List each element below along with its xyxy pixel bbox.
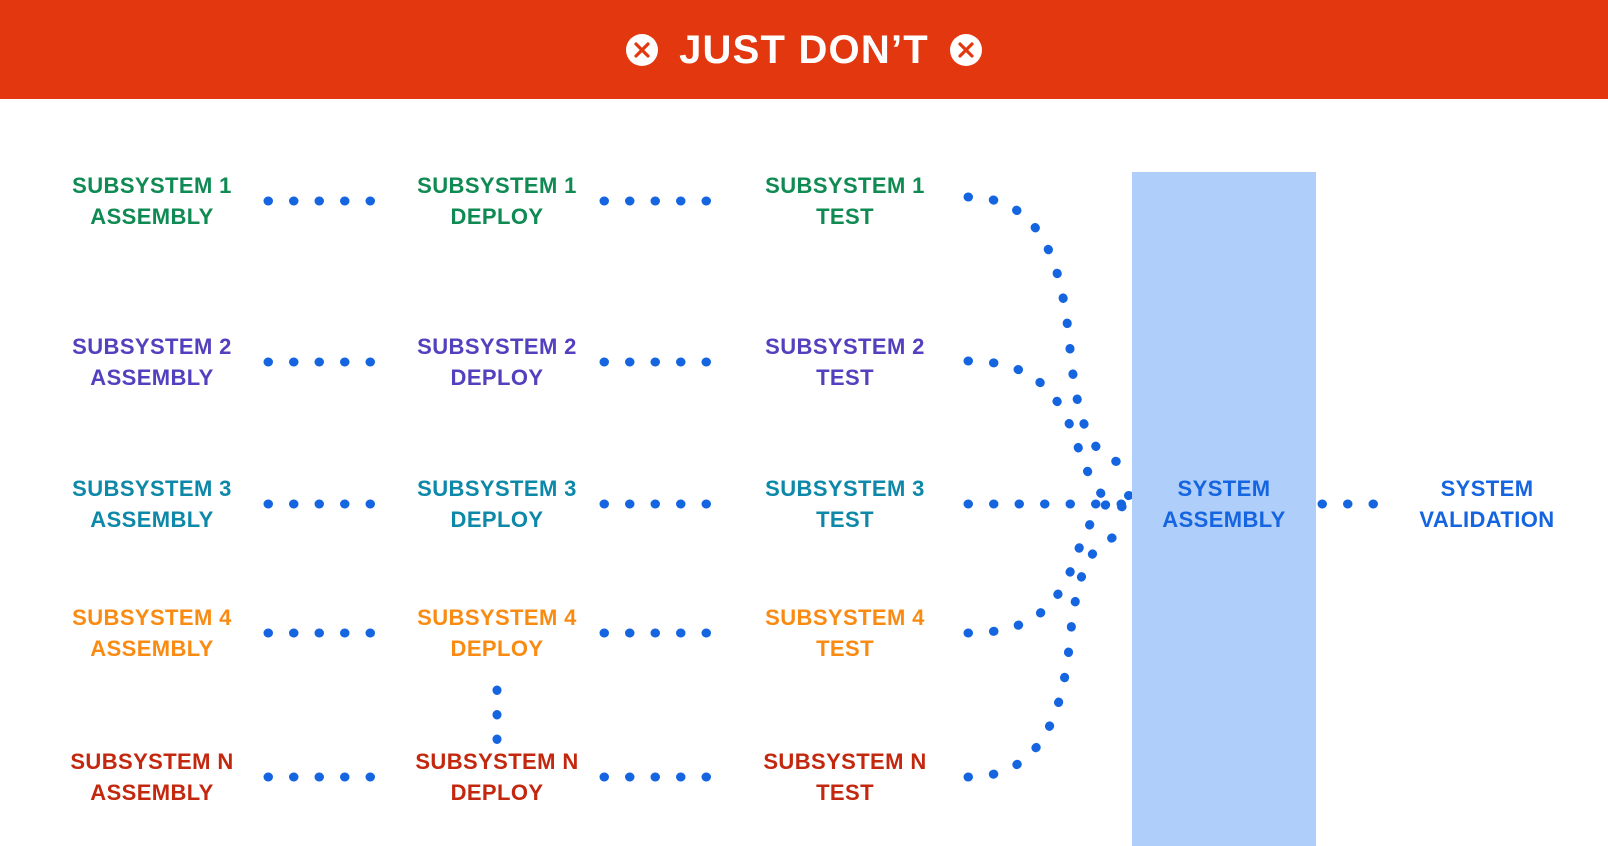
header-title: JUST DON’T [679, 27, 929, 72]
node-subsystem-4-test[interactable]: SUBSYSTEM 4 TEST [765, 604, 925, 661]
system-assembly-label: SYSTEM ASSEMBLY [1162, 475, 1286, 532]
connector-s1-to-system [963, 192, 1137, 470]
node-subsystem-n-deploy[interactable]: SUBSYSTEM N DEPLOY [415, 748, 579, 805]
circle-x-icon [949, 33, 982, 66]
pipeline-diagram: SUBSYSTEM 1 ASSEMBLY SUBSYSTEM 1 DEPLOY … [0, 99, 1608, 846]
connector-layer [263, 192, 1393, 782]
system-assembly-box[interactable] [1132, 172, 1316, 846]
node-subsystem-3-assembly[interactable]: SUBSYSTEM 3 ASSEMBLY [72, 475, 232, 532]
node-subsystem-1-assembly[interactable]: SUBSYSTEM 1 ASSEMBLY [72, 172, 232, 229]
node-subsystem-2-assembly[interactable]: SUBSYSTEM 2 ASSEMBLY [72, 333, 232, 390]
node-subsystem-3-test[interactable]: SUBSYSTEM 3 TEST [765, 475, 925, 532]
node-subsystem-4-assembly[interactable]: SUBSYSTEM 4 ASSEMBLY [72, 604, 232, 661]
node-subsystem-1-test[interactable]: SUBSYSTEM 1 TEST [765, 172, 925, 229]
connector-s4-to-system [963, 490, 1137, 638]
node-subsystem-1-deploy[interactable]: SUBSYSTEM 1 DEPLOY [417, 172, 577, 229]
node-subsystem-n-assembly[interactable]: SUBSYSTEM N ASSEMBLY [70, 748, 234, 805]
node-subsystem-2-test[interactable]: SUBSYSTEM 2 TEST [765, 333, 925, 390]
node-subsystem-2-deploy[interactable]: SUBSYSTEM 2 DEPLOY [417, 333, 577, 390]
connector-sn-to-system [963, 528, 1137, 782]
circle-x-icon [626, 33, 659, 66]
header-banner: JUST DON’T [0, 0, 1608, 99]
node-subsystem-3-deploy[interactable]: SUBSYSTEM 3 DEPLOY [417, 475, 577, 532]
node-subsystem-n-test[interactable]: SUBSYSTEM N TEST [763, 748, 927, 805]
node-subsystem-4-deploy[interactable]: SUBSYSTEM 4 DEPLOY [417, 604, 577, 661]
connector-s2-to-system [963, 356, 1137, 514]
header-banner-content: JUST DON’T [625, 30, 983, 70]
system-validation-label[interactable]: SYSTEM VALIDATION [1419, 475, 1555, 532]
